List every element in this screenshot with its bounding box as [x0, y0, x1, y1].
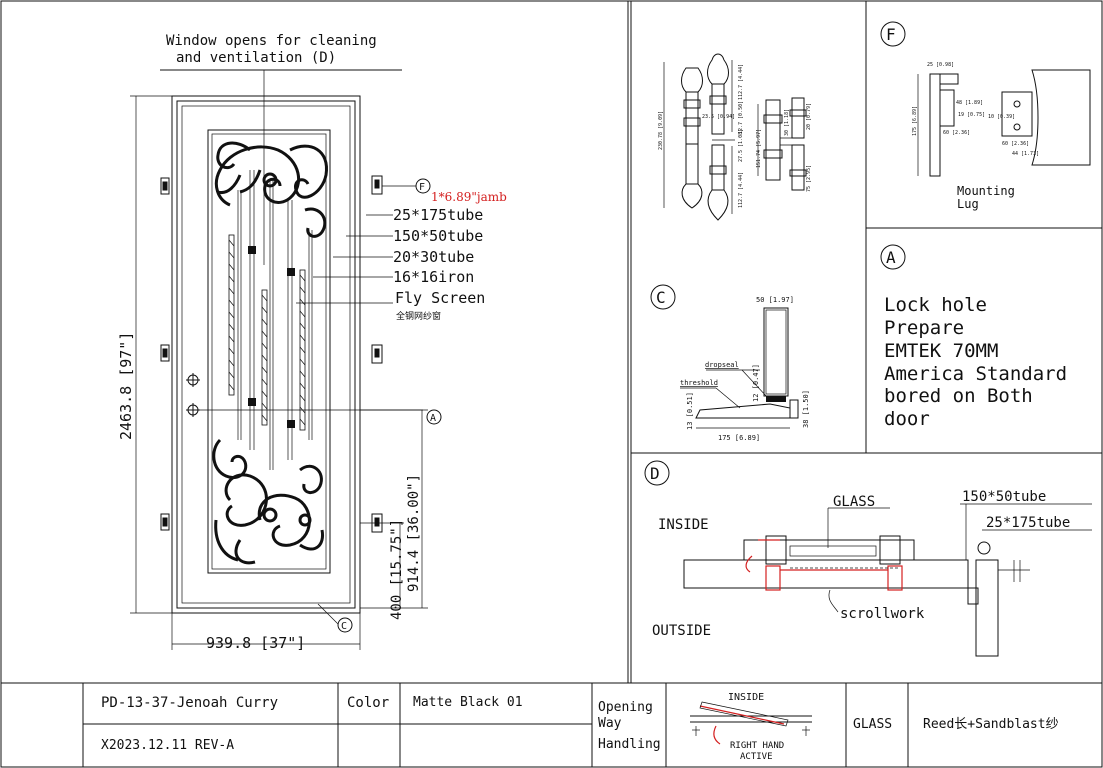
- width-dimension: 939.8 [37"]: [206, 634, 305, 652]
- scrollwork-label: scrollwork: [840, 606, 925, 622]
- revision: X2023.12.11 REV-A: [101, 738, 234, 753]
- panel-d-section: D INSIDE OUTSIDE GLASS 150*50tube 25*175…: [644, 460, 1092, 657]
- swing-right-hand-line1: RIGHT HAND: [730, 741, 784, 751]
- threshold-dim-50: 50 [1.97]: [756, 296, 794, 304]
- scrollwork-bottom: [212, 438, 325, 565]
- glass-panel: [207, 129, 331, 574]
- color-label: Color: [347, 695, 389, 711]
- twisted-bars: [228, 234, 306, 431]
- hinge-dim-small-width: 20 [0.79]: [806, 103, 812, 130]
- panel-c-callout: C: [656, 288, 666, 307]
- hinge-dim-total: 230.78 [9.09]: [658, 111, 664, 150]
- label-fly-screen: Fly Screen: [395, 289, 485, 307]
- lug-dim-60b: 60 [2.36]: [1002, 141, 1029, 147]
- panel-f-callout: F: [886, 25, 896, 44]
- panel-a-lock-note: A Lock hole Prepare EMTEK 70MM America S…: [880, 244, 1067, 430]
- hinge-detail: 230.78 [9.09] 112.7 [4.44] 23.5 [0.94] 1…: [658, 53, 812, 221]
- hinge-dim-small-total: 151.74 [5.97]: [756, 129, 762, 168]
- lug-dim-19: 19 [0.75]: [958, 112, 985, 118]
- hinge-dim-upper: 112.7 [4.44]: [738, 64, 744, 100]
- lock-note-line5: bored on Both: [884, 385, 1033, 407]
- swing-right-hand-line2: ACTIVE: [740, 752, 773, 762]
- mounting-lug-caption-2: Lug: [957, 197, 979, 211]
- lock-note-line3: EMTEK 70MM: [884, 340, 998, 362]
- opening-line1: Opening: [598, 700, 653, 715]
- lug-dim-48: 48 [1.89]: [956, 100, 983, 106]
- hinge-dim-gap: 12.7 [0.50]: [738, 101, 744, 134]
- threshold-label: threshold: [680, 379, 718, 387]
- lock-note-line2: Prepare: [884, 317, 964, 339]
- lug-dim-width: 25 [0.98]: [927, 62, 954, 68]
- scrollwork-top: [214, 141, 328, 238]
- outer-frame: [171, 95, 361, 614]
- dropseal-label: dropseal: [705, 361, 739, 369]
- hinge-dim-small-upper: 30 [1.18]: [784, 109, 790, 136]
- label-150x50-tube: 150*50tube: [393, 227, 483, 245]
- callout-f-label: F: [419, 182, 425, 193]
- lug-dim-60a: 60 [2.36]: [943, 130, 970, 136]
- window-note-line2: and ventilation (D): [176, 50, 336, 66]
- glass-type-value: Reed长+Sandblast纱: [923, 717, 1059, 732]
- door-elevation: Window opens for cleaning and ventilatio…: [117, 33, 507, 652]
- threshold-dim-12: 12 [0.47]: [752, 364, 760, 402]
- inside-label: INSIDE: [658, 517, 709, 533]
- label-fly-screen-cn: 全钢网纱窗: [396, 310, 441, 322]
- opening-line3: Handling: [598, 737, 661, 752]
- mounting-lug-caption-1: Mounting: [957, 184, 1015, 198]
- lug-dim-height: 175 [6.89]: [912, 106, 918, 136]
- model-number: PD-13-37-Jenoah Curry: [101, 695, 278, 711]
- lock-height-dimension: 914.4 [36.00"]: [406, 474, 422, 592]
- callout-a-label: A: [430, 413, 436, 424]
- panel-f-mounting-lug: F 25 [0.98] 175 [6.89] 60 [2.36] 60 [2.3…: [880, 21, 1091, 211]
- lock-note-line4: America Standard: [884, 363, 1067, 385]
- hinge-dim-small-lower: 75 [2.95]: [806, 165, 812, 192]
- bottom-dimension: 400 [15.75"]: [389, 519, 405, 620]
- tube-25x175-label: 25*175tube: [986, 515, 1070, 531]
- swing-inside-label: INSIDE: [728, 692, 764, 703]
- window-note-line1: Window opens for cleaning: [166, 33, 377, 49]
- tube-150x50-label: 150*50tube: [962, 489, 1046, 505]
- panel-c-threshold: C 50 [1.97] 12 [0.47] 38 [1.50] 13 [0.51…: [650, 284, 810, 442]
- glass-label: GLASS: [833, 494, 875, 510]
- callout-f-marker: [415, 178, 431, 194]
- opening-line2: Way: [598, 716, 622, 731]
- label-25x175-tube: 25*175tube: [393, 206, 483, 224]
- hinge-dim-pin: 23.5 [0.94]: [702, 114, 735, 120]
- vertical-bars: [237, 170, 313, 470]
- lock-holes: [186, 373, 200, 417]
- outside-label: OUTSIDE: [652, 623, 711, 639]
- label-20x30-tube: 20*30tube: [393, 248, 474, 266]
- callout-a-marker: [426, 409, 442, 425]
- glass-title-label: GLASS: [853, 717, 892, 732]
- callout-c-marker: [337, 617, 353, 633]
- label-16x16-iron: 16*16iron: [393, 268, 474, 286]
- hinges: [160, 175, 383, 533]
- title-block: PD-13-37-Jenoah Curry X2023.12.11 REV-A …: [82, 683, 1059, 767]
- lug-dim-10: 10 [0.39]: [988, 114, 1015, 120]
- height-dimension: 2463.8 [97"]: [117, 332, 135, 440]
- swing-diagram: INSIDE RIGHT HAND ACTIVE: [690, 692, 812, 762]
- color-value: Matte Black 01: [413, 695, 523, 710]
- hinge-dim-knuckle: 27.5 [1.08]: [738, 129, 744, 162]
- panel-a-callout: A: [886, 248, 896, 267]
- jamb-size-note: 1*6.89"jamb: [431, 190, 507, 204]
- hinge-dim-lower: 112.7 [4.44]: [738, 172, 744, 208]
- callout-c-label: C: [341, 621, 347, 632]
- panel-d-callout: D: [650, 464, 660, 483]
- threshold-dim-38: 38 [1.50]: [802, 390, 810, 428]
- threshold-dim-175: 175 [6.89]: [718, 434, 760, 442]
- threshold-dim-13: 13 [0.51]: [686, 392, 694, 430]
- lug-dim-44: 44 [1.73]: [1012, 151, 1039, 157]
- lock-note-line6: door: [884, 408, 930, 430]
- lock-note-line1: Lock hole: [884, 294, 987, 316]
